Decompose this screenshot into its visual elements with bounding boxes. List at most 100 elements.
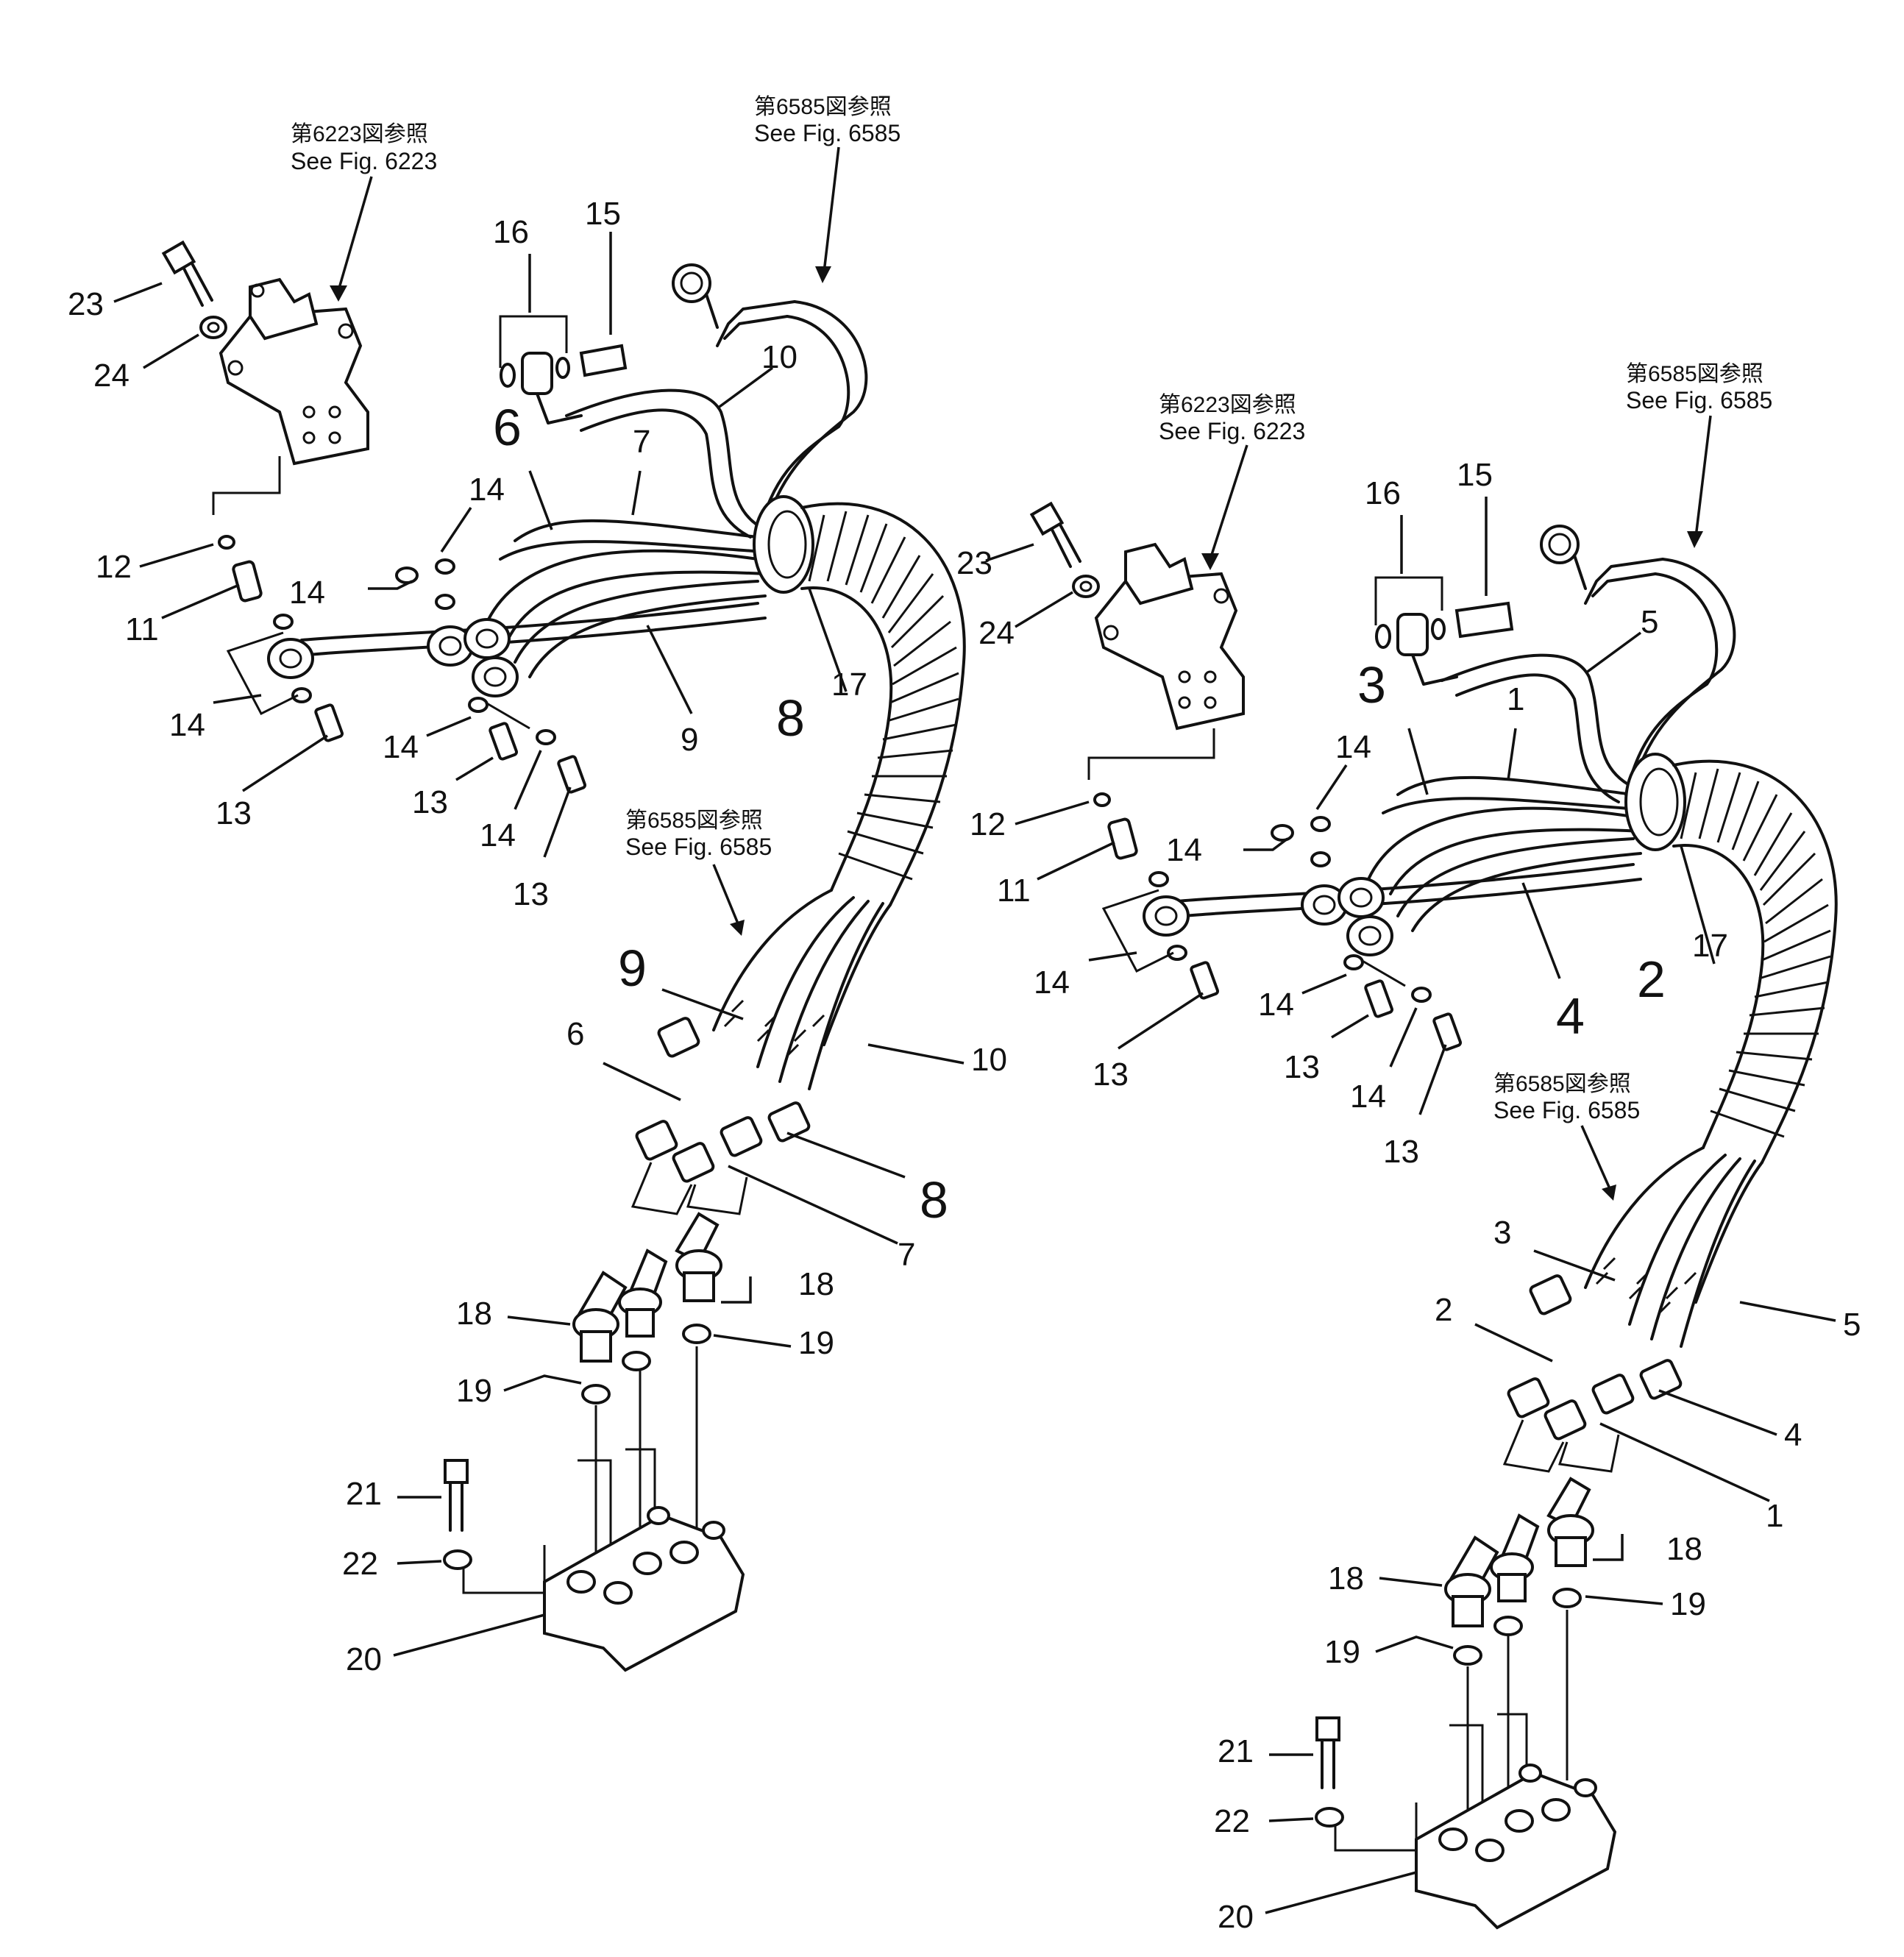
svg-text:See Fig. 6223: See Fig. 6223 [1159, 418, 1305, 444]
right-ref-fig-6223: 第6223図参照 See Fig. 6223 [1159, 393, 1305, 570]
right-bolt-23 [1029, 501, 1100, 598]
left-bolt-21 [443, 1459, 472, 1570]
left-leaders [113, 232, 965, 1657]
callout-9: 9 [618, 940, 647, 997]
svg-text:第6585図参照: 第6585図参照 [1493, 1072, 1631, 1096]
left-upper-valve [212, 277, 369, 515]
callout-6: 6 [493, 399, 522, 456]
callout-24: 24 [93, 358, 129, 394]
callout-14: 14 [1350, 1079, 1386, 1115]
svg-text:第6223図参照: 第6223図参照 [291, 122, 428, 146]
callout-19: 19 [798, 1325, 834, 1361]
left-assembly: 第6223図参照 See Fig. 6223 第6585図参照 See Fig.… [68, 95, 1007, 1677]
callout-15: 15 [1457, 457, 1493, 493]
left-bolt-23 [161, 240, 227, 339]
callout-10: 10 [761, 339, 798, 375]
right-hoses-upper [1176, 525, 1736, 932]
callout-2: 2 [1637, 951, 1666, 1008]
right-elbows-18 [1444, 1477, 1594, 1627]
callout-1: 1 [1766, 1498, 1783, 1534]
callout-14: 14 [169, 707, 205, 743]
callout-24: 24 [978, 615, 1015, 651]
callout-3: 3 [1493, 1215, 1511, 1251]
right-callout-labels: 23 24 16 15 5 3 1 14 12 14 11 14 14 13 1… [956, 457, 1861, 1935]
callout-13: 13 [513, 876, 549, 912]
callout-16: 16 [493, 214, 529, 250]
right-leaders [985, 497, 1836, 1914]
svg-text:第6585図参照: 第6585図参照 [754, 95, 892, 119]
callout-13: 13 [412, 784, 448, 820]
left-fitting-16 [499, 315, 628, 425]
callout-9: 9 [681, 722, 698, 758]
svg-text:第6585図参照: 第6585図参照 [625, 809, 763, 833]
callout-22: 22 [1214, 1803, 1250, 1839]
right-assembly: 第6223図参照 See Fig. 6223 第6585図参照 See Fig.… [956, 362, 1861, 1935]
left-callout-labels: 23 24 16 15 10 6 7 14 12 14 11 14 14 13 … [68, 196, 1007, 1677]
callout-2: 2 [1435, 1292, 1452, 1328]
right-clamp-17 [1624, 753, 1686, 851]
right-hoses-lower [1502, 1146, 1763, 1473]
left-hose-ends [267, 618, 519, 697]
left-elbows-18 [572, 1212, 722, 1363]
right-ref-fig-6585-top: 第6585図参照 See Fig. 6585 [1626, 362, 1772, 548]
callout-18: 18 [798, 1266, 834, 1302]
right-hose-ends [1143, 877, 1393, 956]
left-hoses-lower [630, 889, 892, 1215]
callout-14: 14 [469, 472, 505, 508]
callout-18: 18 [1328, 1560, 1364, 1596]
left-ref-fig-6223: 第6223図参照 See Fig. 6223 [291, 122, 437, 302]
callout-13: 13 [1093, 1056, 1129, 1093]
callout-13: 13 [216, 795, 252, 831]
callout-21: 21 [346, 1476, 382, 1512]
callout-8: 8 [920, 1171, 948, 1229]
callout-14: 14 [480, 817, 516, 853]
callout-11: 11 [125, 611, 159, 647]
callout-15: 15 [585, 196, 621, 232]
left-clamp-17 [753, 495, 814, 594]
callout-3: 3 [1357, 656, 1386, 714]
left-manifold-20 [462, 1346, 745, 1672]
callout-23: 23 [956, 545, 992, 581]
svg-text:See Fig. 6585: See Fig. 6585 [754, 120, 901, 146]
left-ref-fig-6585-top: 第6585図参照 See Fig. 6585 [754, 95, 901, 283]
callout-20: 20 [346, 1641, 382, 1677]
callout-14: 14 [1034, 965, 1070, 1001]
callout-5: 5 [1843, 1307, 1861, 1343]
callout-10: 10 [971, 1042, 1007, 1078]
callout-4: 4 [1784, 1417, 1802, 1453]
callout-11: 11 [997, 873, 1031, 909]
callout-19: 19 [1670, 1586, 1706, 1622]
right-spiral-sleeve [1672, 759, 1838, 1164]
callout-22: 22 [342, 1546, 378, 1582]
callout-14: 14 [383, 729, 419, 765]
right-orings-19 [1453, 1588, 1582, 1666]
callout-7: 7 [633, 424, 650, 460]
callout-8: 8 [776, 689, 805, 747]
callout-1: 1 [1507, 681, 1524, 717]
left-orings-19 [581, 1324, 711, 1404]
left-small-parts [218, 535, 587, 794]
callout-17: 17 [1692, 928, 1728, 964]
svg-text:第6585図参照: 第6585図参照 [1626, 362, 1763, 386]
left-spiral-sleeve [800, 502, 966, 906]
callout-14: 14 [1335, 729, 1371, 765]
svg-text:See Fig. 6585: See Fig. 6585 [625, 834, 772, 860]
callout-18: 18 [1666, 1531, 1702, 1567]
svg-text:第6223図参照: 第6223図参照 [1159, 393, 1296, 417]
callout-23: 23 [68, 286, 104, 322]
right-small-parts [1093, 792, 1463, 1051]
callout-17: 17 [831, 667, 867, 703]
right-bolt-21 [1315, 1716, 1344, 1828]
callout-7: 7 [898, 1237, 915, 1273]
callout-19: 19 [456, 1373, 492, 1409]
svg-text:See Fig. 6585: See Fig. 6585 [1493, 1097, 1640, 1123]
callout-14: 14 [1258, 987, 1294, 1023]
right-manifold-20 [1334, 1610, 1617, 1930]
callout-6: 6 [566, 1016, 584, 1052]
callout-14: 14 [289, 575, 325, 611]
callout-13: 13 [1284, 1049, 1320, 1085]
right-ref-fig-6585-bottom: 第6585図参照 See Fig. 6585 [1493, 1072, 1640, 1201]
callout-5: 5 [1641, 604, 1658, 640]
callout-4: 4 [1556, 987, 1585, 1045]
callout-16: 16 [1365, 475, 1401, 511]
